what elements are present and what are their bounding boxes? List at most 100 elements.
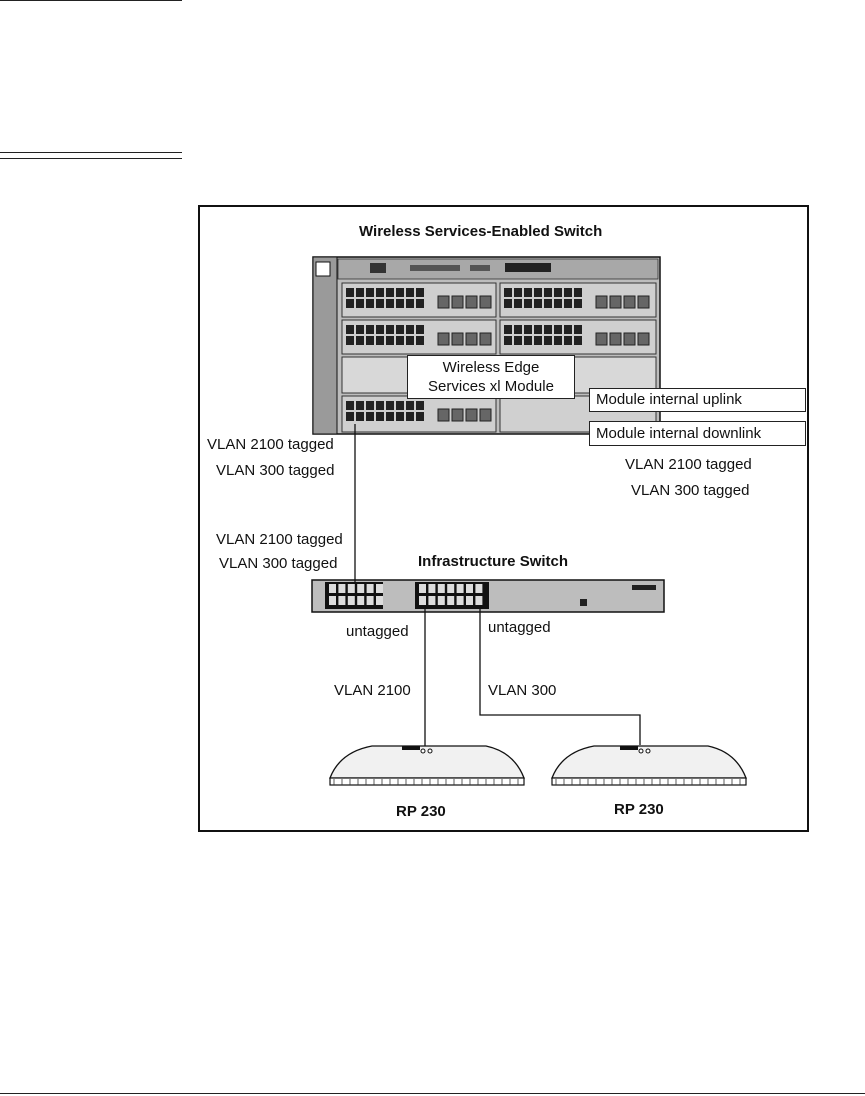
- chassis-module-port: [451, 332, 464, 346]
- infrastructure-port: [347, 584, 355, 593]
- right-tag-300: VLAN 300 tagged: [631, 482, 750, 499]
- chassis-port: [406, 336, 414, 345]
- chassis-module-port: [437, 332, 450, 346]
- chassis-port: [574, 299, 582, 308]
- infrastructure-port: [456, 596, 464, 605]
- chassis-module-port: [479, 408, 492, 422]
- chassis-module-port: [609, 295, 622, 309]
- infrastructure-port: [447, 584, 455, 593]
- infrastructure-port: [456, 584, 464, 593]
- chassis-port: [514, 299, 522, 308]
- chassis-port: [346, 288, 354, 297]
- chassis-port: [504, 299, 512, 308]
- header-rule-upper: [0, 0, 182, 1]
- vlan-2100-label: VLAN 2100: [334, 682, 411, 699]
- infrastructure-port: [466, 596, 473, 605]
- infrastructure-port: [437, 596, 445, 605]
- downlink-callout: Module internal downlink: [589, 421, 806, 446]
- left-lower-tag-2100: VLAN 2100 tagged: [216, 531, 343, 548]
- chassis-port: [346, 325, 354, 334]
- chassis-module-port: [465, 408, 478, 422]
- chassis-port: [504, 336, 512, 345]
- infrastructure-port: [475, 596, 483, 605]
- infrastructure-port: [357, 596, 365, 605]
- chassis-module-port: [437, 408, 450, 422]
- chassis-module-port: [437, 295, 450, 309]
- chassis-port: [386, 299, 394, 308]
- infrastructure-port: [428, 596, 436, 605]
- chassis-module-port: [465, 295, 478, 309]
- chassis-port: [386, 401, 394, 410]
- chassis-port: [346, 299, 354, 308]
- access-point-right: [551, 745, 747, 786]
- chassis-port: [416, 325, 424, 334]
- header-rule-bottom: [0, 158, 182, 159]
- ap-left-label: RP 230: [396, 803, 446, 820]
- chassis-port: [514, 325, 522, 334]
- cable-to-ap-right: [479, 609, 641, 745]
- chassis-port: [356, 336, 364, 345]
- chassis-port: [396, 401, 404, 410]
- chassis-module-port: [595, 332, 608, 346]
- header-rule-top: [0, 152, 182, 153]
- chassis-port: [386, 336, 394, 345]
- module-callout-line-2: Services xl Module: [428, 378, 554, 395]
- chassis-port: [544, 288, 552, 297]
- chassis-port: [554, 325, 562, 334]
- module-callout-line-1: Wireless Edge: [442, 359, 540, 376]
- chassis-port: [386, 288, 394, 297]
- chassis-port: [416, 412, 424, 421]
- infrastructure-port: [419, 584, 426, 593]
- chassis-port: [346, 412, 354, 421]
- chassis-port: [406, 412, 414, 421]
- chassis-port: [504, 288, 512, 297]
- chassis-port: [416, 288, 424, 297]
- access-point-vents: [333, 779, 741, 785]
- infrastructure-port: [329, 596, 336, 605]
- chassis-port: [386, 412, 394, 421]
- chassis-port: [534, 336, 542, 345]
- chassis-port: [524, 299, 532, 308]
- chassis-port: [406, 325, 414, 334]
- chassis-port: [416, 299, 424, 308]
- diagram-title: Wireless Services-Enabled Switch: [359, 223, 603, 240]
- chassis-port: [544, 336, 552, 345]
- infrastructure-port: [428, 584, 436, 593]
- chassis-port: [564, 288, 572, 297]
- infrastructure-port: [366, 596, 374, 605]
- infrastructure-port: [357, 584, 365, 593]
- chassis-module-port: [451, 408, 464, 422]
- chassis-port: [416, 336, 424, 345]
- chassis-port: [366, 401, 374, 410]
- chassis-port: [524, 336, 532, 345]
- chassis-port: [376, 401, 384, 410]
- chassis-module-port: [451, 295, 464, 309]
- untagged-left-label: untagged: [346, 623, 409, 640]
- chassis-port: [514, 336, 522, 345]
- chassis-module-port: [623, 332, 636, 346]
- left-upper-tag-2100: VLAN 2100 tagged: [207, 436, 334, 453]
- chassis-module-port: [479, 295, 492, 309]
- chassis-port: [554, 336, 562, 345]
- chassis-port: [396, 336, 404, 345]
- chassis-port: [366, 288, 374, 297]
- infrastructure-port: [376, 596, 383, 605]
- chassis-port: [366, 325, 374, 334]
- chassis-port: [376, 299, 384, 308]
- chassis-port: [544, 299, 552, 308]
- ap-right-label: RP 230: [614, 801, 664, 818]
- chassis-module-port: [623, 295, 636, 309]
- chassis-port: [386, 325, 394, 334]
- infrastructure-port: [475, 584, 483, 593]
- chassis-module-port: [609, 332, 622, 346]
- chassis-port: [406, 288, 414, 297]
- chassis-port: [514, 288, 522, 297]
- chassis-port: [356, 412, 364, 421]
- chassis-port: [574, 325, 582, 334]
- access-point-left: [329, 745, 525, 786]
- footer-rule: [0, 1093, 865, 1094]
- chassis-port: [396, 299, 404, 308]
- chassis-module-port: [465, 332, 478, 346]
- chassis-port: [574, 288, 582, 297]
